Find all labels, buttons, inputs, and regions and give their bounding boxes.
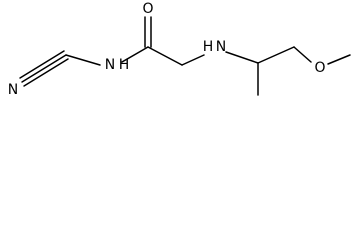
nitrile-triple-bond [19,50,69,87]
amide-nitrogen-label: N [105,57,115,73]
amine-nitrogen-label: N [216,39,226,55]
nitrile-nitrogen-label: N [8,82,18,98]
bond-ch2-ether-o [293,46,312,63]
carbonyl-oxygen-label: O [142,1,153,17]
bond-ch-ch2 [257,46,295,64]
amine-hydrogen-label: H [203,39,214,55]
ether-oxygen-label: O [314,60,325,76]
bond-ch2-amide-n [65,54,101,66]
chemical-structure: N N H O H N O [8,1,351,98]
carbonyl-double-bond [144,16,152,48]
bond-carbonyl-c-ch2 [147,46,183,66]
amide-hydrogen-label: H [119,57,130,73]
bond-ch2-amine-n [181,54,205,66]
bond-amine-n-ch [225,51,259,64]
bond-ether-o-methyl [327,54,351,65]
bond-amide-n-carbonyl-c [121,46,149,63]
